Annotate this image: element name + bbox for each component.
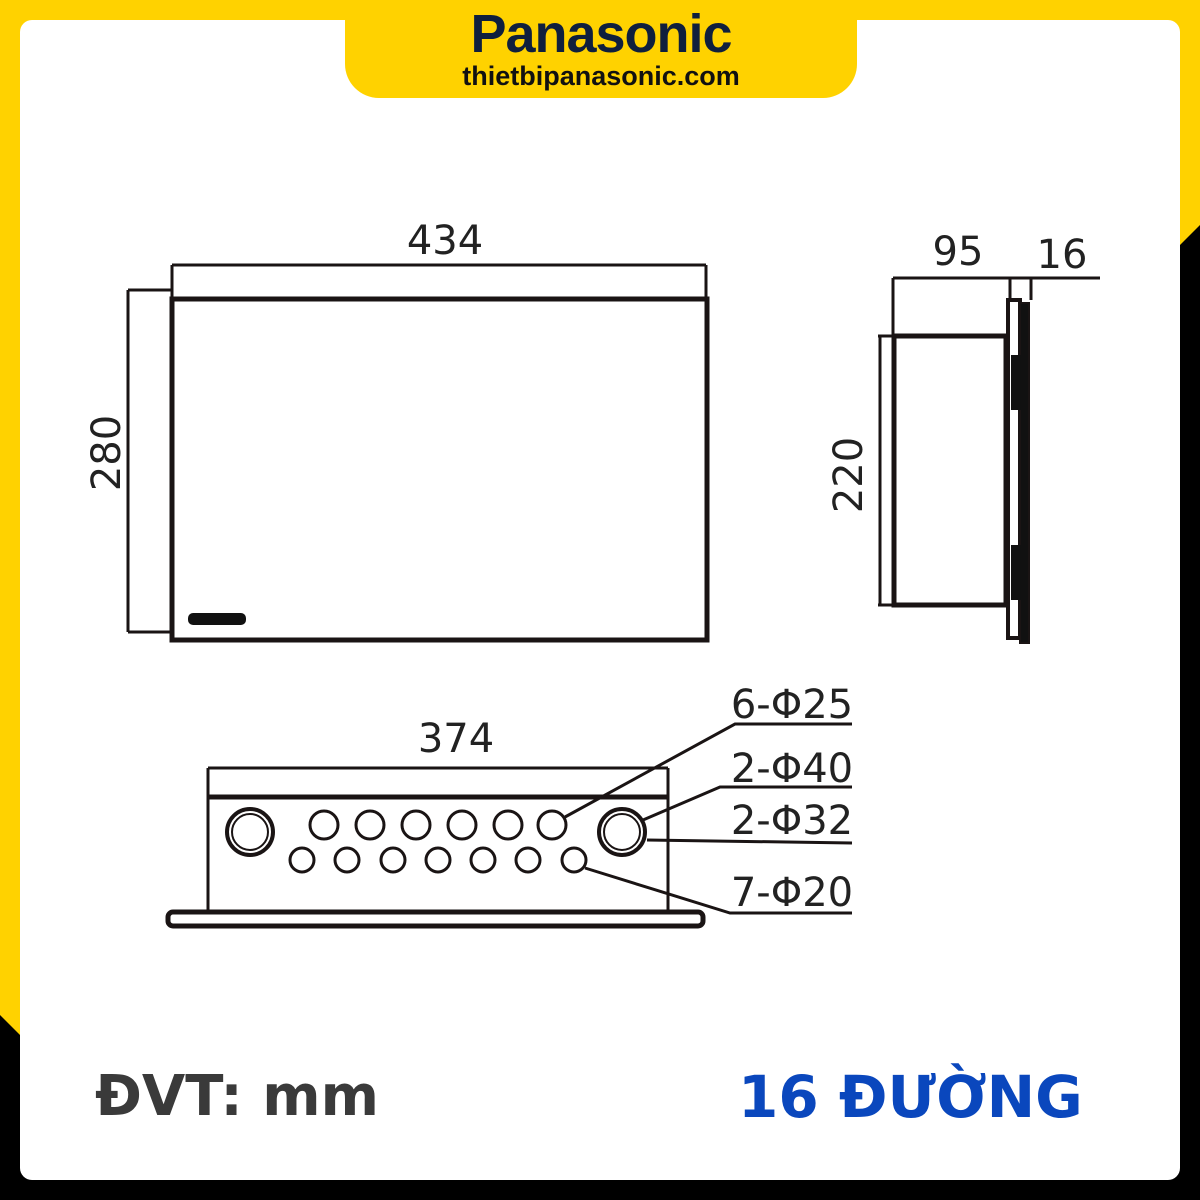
frame-corner <box>0 1015 20 1035</box>
model-label: 16 ĐƯỜNG <box>738 1063 1083 1131</box>
website-label: thietbipanasonic.com <box>462 61 740 91</box>
logo-banner: Panasonic thietbipanasonic.com <box>345 0 857 98</box>
side-flange-dimension: 16 <box>1037 232 1088 278</box>
hole-label-32: 2-Φ32 <box>731 798 853 844</box>
side-depth-dimension: 95 <box>933 229 984 275</box>
bottom-width-dimension: 374 <box>418 716 494 762</box>
front-view <box>126 263 710 643</box>
front-height-dimension: 280 <box>84 415 130 491</box>
side-view <box>878 276 1100 644</box>
frame-corner <box>1180 225 1200 245</box>
unit-label: ĐVT: mm <box>95 1064 379 1129</box>
frame-right-edge <box>1180 245 1200 1200</box>
front-width-dimension: 434 <box>407 218 483 264</box>
hole-label-40: 2-Φ40 <box>731 746 853 792</box>
brand-logo: Panasonic <box>470 4 732 64</box>
drawing-canvas <box>20 20 1180 1180</box>
side-height-dimension: 220 <box>826 437 872 513</box>
bottom-view <box>165 722 853 929</box>
hole-label-25: 6-Φ25 <box>731 682 853 728</box>
hole-label-20: 7-Φ20 <box>731 870 853 916</box>
